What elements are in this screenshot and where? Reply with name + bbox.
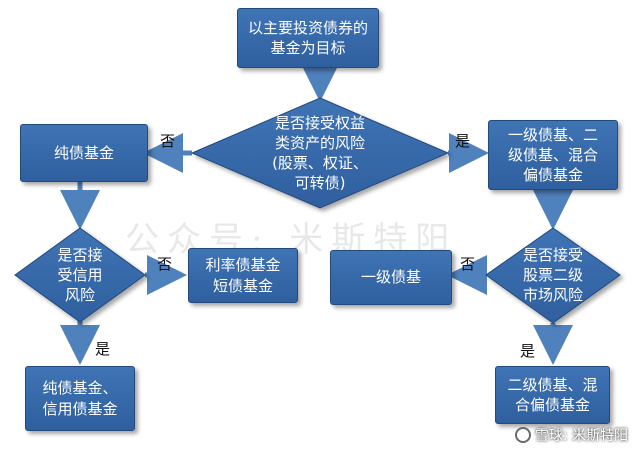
- diamond-q-credit: [14, 227, 146, 323]
- node-l1l2mix: 一级债基、二 级债基、混合 偏债基金: [488, 120, 618, 190]
- node-rate-short: 利率债基金 短债基金: [188, 248, 298, 303]
- edge-label-yes-2: 是: [95, 340, 111, 358]
- node-l2mix: 二级债基、混 合偏债基金: [495, 366, 610, 424]
- edge-label-no-2: 否: [157, 255, 173, 273]
- diamond-q-equity-label: 是否接受权益 类资产的风险 (股票、权证、 可转债): [272, 113, 368, 193]
- diamond-q-secondary-label: 是否接受 股票二级 市场风险: [522, 245, 583, 305]
- node-level1: 一级债基: [330, 250, 452, 305]
- node-l1l2mix-label: 一级债基、二 级债基、混合 偏债基金: [507, 125, 598, 185]
- node-pure-credit-label: 纯债基金、 信用债基金: [42, 379, 118, 418]
- credit-mark: 雪球: 米斯特阳: [514, 425, 628, 445]
- diamond-q-secondary: [485, 227, 621, 324]
- diamond-q-equity: [190, 97, 450, 209]
- node-rate-short-label: 利率债基金 短债基金: [205, 256, 281, 295]
- edge-label-yes-3: 是: [520, 342, 536, 360]
- node-root: 以主要投资债券的 基金为目标: [237, 8, 379, 68]
- credit-text: 雪球: 米斯特阳: [534, 428, 628, 444]
- edge-label-yes-1: 是: [455, 132, 471, 150]
- node-root-label: 以主要投资债券的 基金为目标: [247, 18, 368, 57]
- node-pure-bond-label: 纯债基金: [53, 143, 114, 162]
- node-l2mix-label: 二级债基、混 合偏债基金: [507, 375, 598, 414]
- node-pure-bond: 纯债基金: [20, 124, 148, 182]
- edge-label-no-1: 否: [160, 132, 176, 150]
- snowball-icon: [514, 427, 531, 443]
- diamond-q-credit-label: 是否接 受信用 风险: [57, 245, 103, 305]
- node-level1-label: 一级债基: [360, 268, 421, 287]
- node-pure-credit: 纯债基金、 信用债基金: [25, 366, 135, 431]
- edge-label-no-3: 否: [460, 255, 476, 273]
